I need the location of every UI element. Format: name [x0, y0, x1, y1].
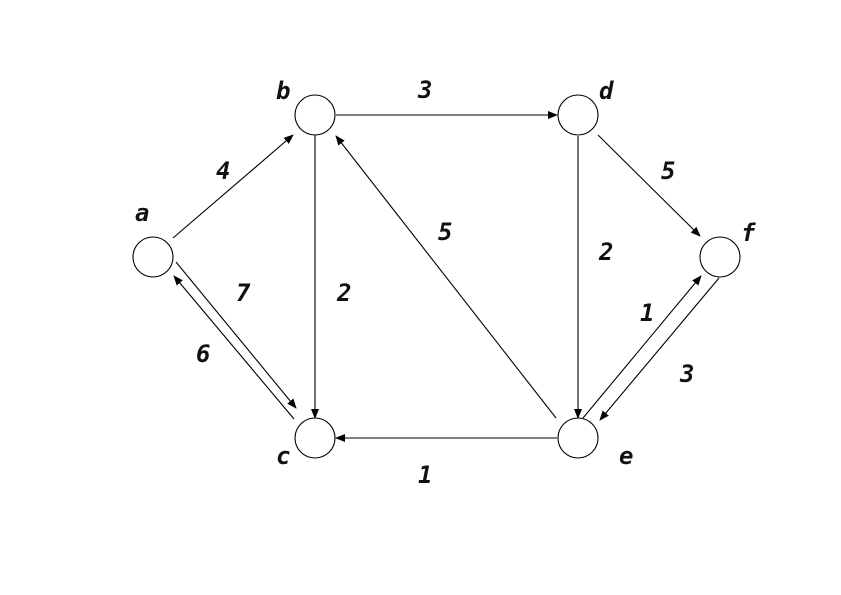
- weight-e-c: 1: [418, 461, 432, 489]
- node-e: [557, 417, 599, 459]
- weight-d-e: 2: [598, 238, 613, 266]
- node-label-f: f: [741, 219, 756, 247]
- weight-f-e: 3: [679, 360, 694, 388]
- node-label-e: e: [619, 442, 633, 470]
- node-label-c: c: [276, 442, 290, 470]
- edge-e-b: [335, 135, 557, 419]
- edge-c-a: [173, 275, 295, 420]
- weight-e-b: 5: [438, 218, 452, 246]
- node-f: [699, 236, 741, 278]
- edge-a-b: [172, 134, 294, 239]
- weight-e-f: 1: [640, 299, 654, 327]
- node-c: [294, 417, 336, 459]
- edge-f-e: [599, 277, 720, 421]
- weight-d-f: 5: [661, 157, 675, 185]
- node-b: [294, 94, 336, 136]
- node-a: [132, 236, 174, 278]
- edge-d-f: [597, 134, 701, 237]
- weight-b-c: 2: [336, 279, 351, 307]
- edge-e-f: [582, 275, 702, 419]
- weight-a-c: 7: [236, 279, 251, 307]
- node-label-d: d: [599, 77, 614, 105]
- node-label-b: b: [276, 77, 290, 105]
- edge-a-c: [175, 261, 297, 409]
- node-d: [557, 94, 599, 136]
- weight-c-a: 6: [196, 340, 210, 368]
- node-label-a: a: [135, 199, 149, 227]
- weight-b-d: 3: [417, 76, 432, 104]
- weight-a-b: 4: [216, 157, 230, 185]
